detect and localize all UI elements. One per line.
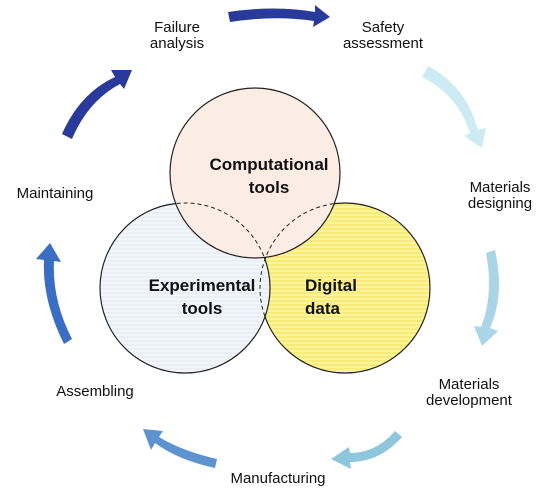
experimental-label-line2: tools	[182, 299, 223, 318]
arrow-maintaining-to-failure	[62, 70, 132, 139]
stage-manufacturing: Manufacturing	[230, 470, 326, 487]
stage-materials-development: Materials development	[426, 376, 512, 409]
stage-safety-assessment: Safety assessment	[342, 19, 424, 52]
stage-assembling: Assembling	[56, 383, 134, 400]
arrow-failure-to-safety	[228, 5, 330, 27]
arrow-safety-to-designing	[422, 66, 486, 148]
computational-label-line1: Computational	[210, 155, 329, 174]
experimental-label-line1: Experimental	[149, 276, 256, 295]
stage-failure-analysis: Failure analysis	[149, 19, 205, 52]
digital-label-line2: data	[305, 299, 341, 318]
digital-label-line1: Digital	[305, 276, 357, 295]
arrow-manufacturing-to-assembling	[143, 429, 217, 468]
computational-label-line2: tools	[249, 178, 290, 197]
arrow-assembling-to-maintaining	[36, 243, 72, 344]
stage-maintaining: Maintaining	[16, 185, 94, 202]
computational-tools-circle	[169, 87, 341, 259]
arrow-development-to-manufacturing	[331, 431, 402, 469]
arrow-designing-to-development	[474, 250, 499, 346]
stage-materials-designing: Materials designing	[467, 179, 533, 212]
